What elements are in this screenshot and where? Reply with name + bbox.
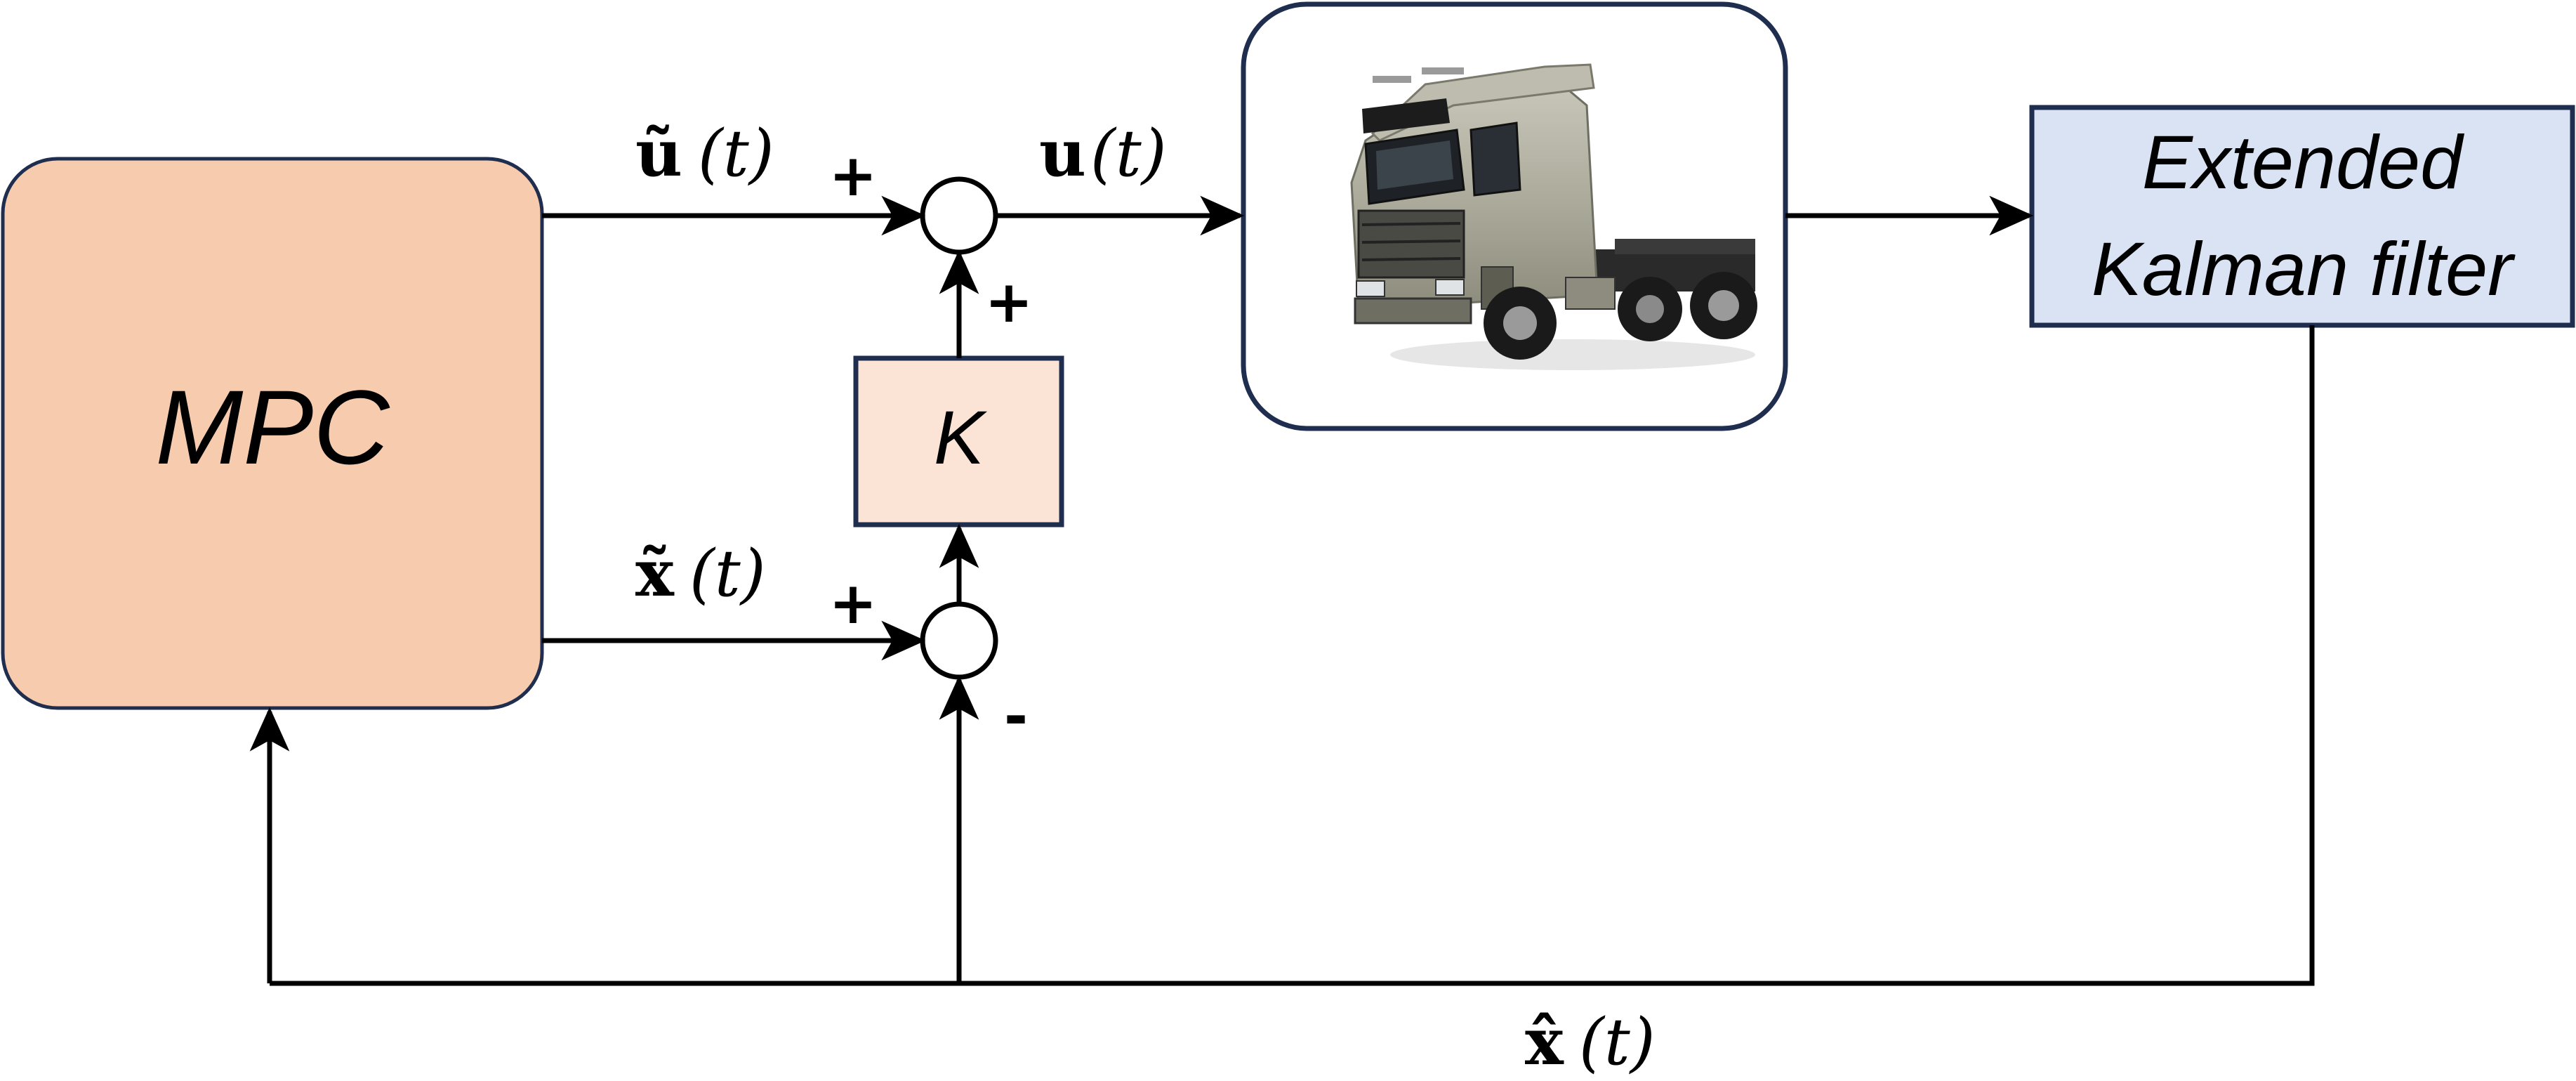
sign-upper-left: + xyxy=(829,143,878,209)
sign-upper-bottom: + xyxy=(985,269,1033,336)
plant-block xyxy=(1241,1,1788,431)
ekf-block: Extended Kalman filter xyxy=(2029,105,2575,328)
label-x-hat: x̂(t) xyxy=(1525,1004,1656,1080)
signal-lines xyxy=(249,195,2315,986)
truck-icon xyxy=(1350,63,1757,370)
mpc-block: MPC xyxy=(1,157,544,710)
mpc-label: MPC xyxy=(155,368,390,486)
sum-junction-upper xyxy=(920,176,998,255)
ekf-label-line2: Kalman filter xyxy=(2092,226,2516,311)
sum-junction-lower xyxy=(920,601,998,680)
gain-label: K xyxy=(934,395,987,480)
label-u: u(t) xyxy=(1039,115,1167,191)
sign-lower-bottom: - xyxy=(1004,683,1028,750)
gain-block: K xyxy=(853,355,1064,528)
wire-x-hat-bus xyxy=(270,325,2315,986)
label-x-tilde: x̃(t) xyxy=(635,535,766,611)
sign-lower-left: + xyxy=(829,570,878,637)
label-u-tilde: ũ(t) xyxy=(635,115,774,191)
ekf-label-line1: Extended xyxy=(2142,119,2464,204)
